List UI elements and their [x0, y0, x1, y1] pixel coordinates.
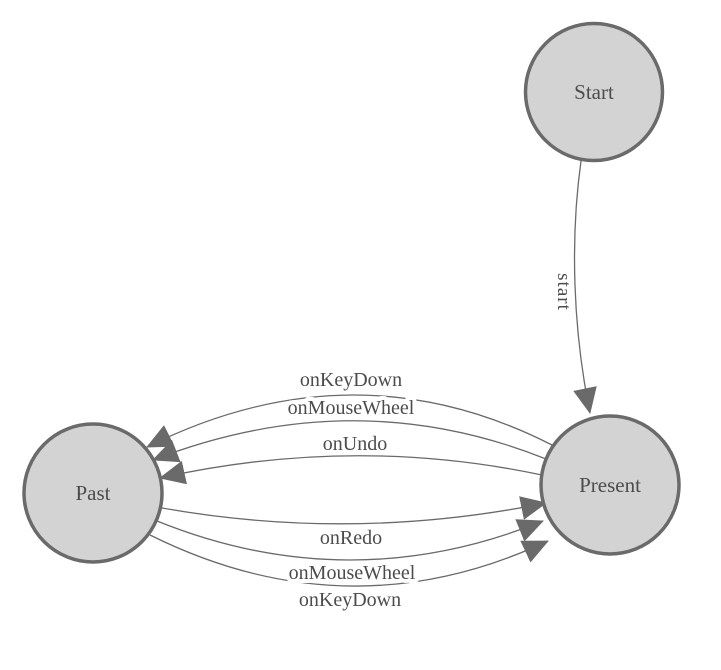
node-past[interactable]: Past — [22, 422, 164, 564]
edge-past-to-present-onkeydown[interactable] — [149, 534, 549, 587]
node-past-circle[interactable] — [22, 422, 164, 564]
edge-present-to-past-onundo[interactable] — [159, 455, 543, 485]
node-present-circle[interactable] — [539, 414, 681, 556]
edge-start-to-present[interactable] — [573, 160, 597, 414]
edge-past-to-present-onredo[interactable] — [161, 496, 547, 525]
edge-label-onkeydown-top: onKeyDown — [300, 369, 402, 391]
edge-label-onmousewheel-top: onMouseWheel — [288, 397, 415, 419]
node-start-circle[interactable] — [523, 21, 665, 163]
node-present-label: Present — [579, 473, 641, 497]
edge-present-to-past-onkeydown[interactable] — [146, 394, 553, 448]
node-start[interactable]: Start — [523, 21, 665, 163]
edge-label-onundo: onUndo — [323, 433, 387, 455]
node-present[interactable]: Present — [539, 414, 681, 556]
edge-past-to-present-onmousewheel[interactable] — [156, 519, 544, 561]
edge-label-onredo: onRedo — [320, 527, 382, 549]
edge-label-group: start onKeyDown onMouseWheel onUndo onRe… — [284, 273, 574, 615]
edge-present-to-past-onmousewheel[interactable] — [152, 420, 547, 463]
edge-label-onkeydown-bottom: onKeyDown — [299, 589, 401, 611]
node-start-label: Start — [574, 80, 614, 104]
edge-label-start: start — [553, 273, 574, 311]
edge-group — [146, 160, 597, 587]
edge-label-onmousewheel-bottom: onMouseWheel — [289, 562, 416, 584]
node-past-label: Past — [75, 481, 110, 505]
